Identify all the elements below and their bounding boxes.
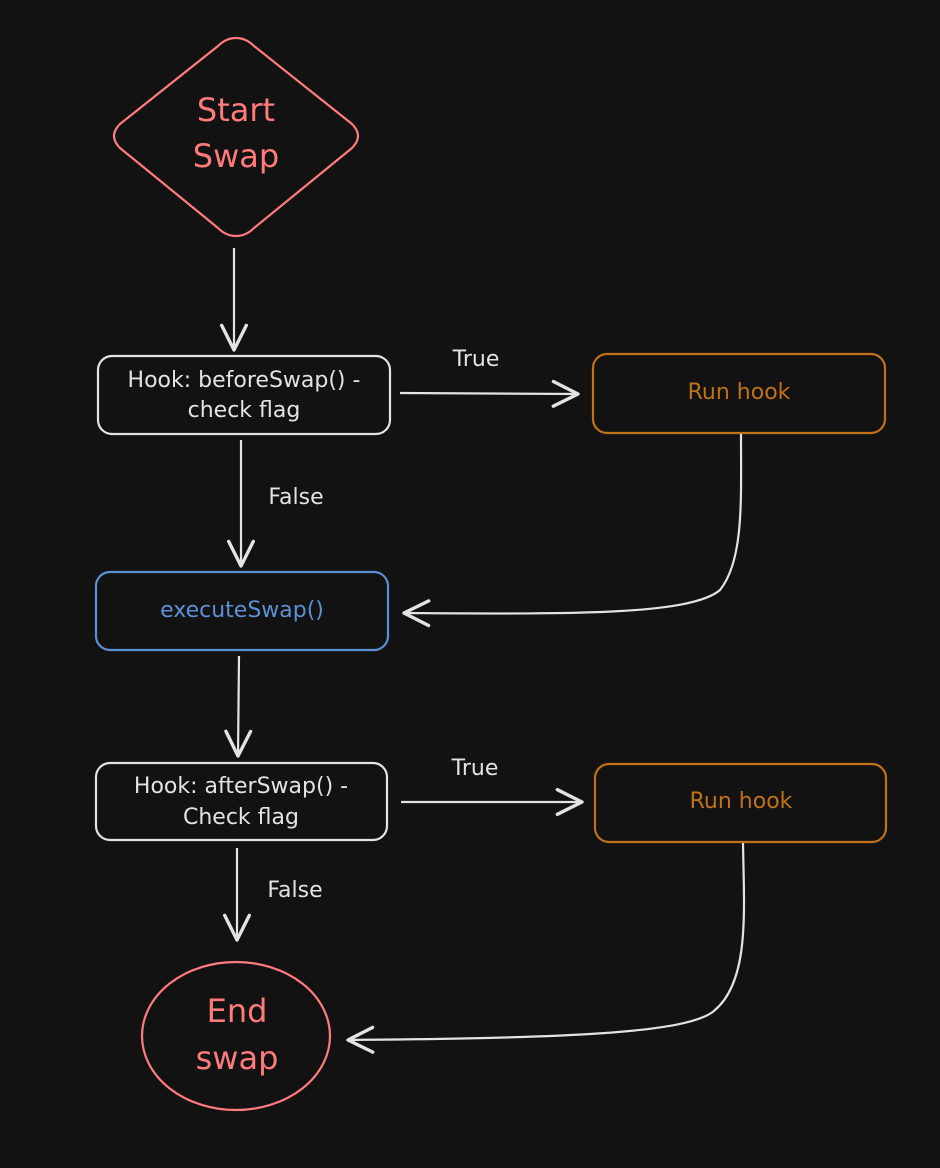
execute-swap-node: executeSwap() <box>94 570 390 652</box>
start-node: Start Swap <box>112 36 360 238</box>
before-hook-box <box>96 354 392 436</box>
start-diamond-shape <box>112 36 360 238</box>
edge-label-after-true: True <box>451 756 499 781</box>
edge-run-hook-2-to-end <box>346 842 746 1054</box>
edge-execute-to-after-hook <box>224 655 253 758</box>
end-node: End swap <box>140 960 332 1112</box>
edge-label-after-false: False <box>267 878 322 903</box>
after-hook-label-line-1: Hook: afterSwap() - <box>134 774 348 799</box>
start-label-line-1: Start <box>197 91 275 129</box>
edge-run-hook-1-to-execute <box>402 433 743 628</box>
edge-before-hook-true <box>399 379 580 408</box>
run-hook-2-box <box>593 762 888 844</box>
start-label-line-2: Swap <box>193 137 279 175</box>
run-hook-1-node: Run hook <box>591 352 887 435</box>
execute-swap-label: executeSwap() <box>160 598 324 623</box>
end-label-line-1: End <box>207 992 268 1030</box>
end-label-line-2: swap <box>196 1039 279 1077</box>
execute-swap-box <box>94 570 390 652</box>
run-hook-1-label: Run hook <box>688 380 791 405</box>
run-hook-2-label: Run hook <box>690 789 793 814</box>
before-hook-label-line-2: check flag <box>188 398 301 423</box>
end-ellipse-shape <box>140 960 332 1112</box>
after-hook-box <box>94 761 389 842</box>
edge-label-before-true: True <box>452 347 500 372</box>
edge-label-before-false: False <box>268 485 323 510</box>
before-hook-label-line-1: Hook: beforeSwap() - <box>128 368 361 393</box>
after-hook-label-line-2: Check flag <box>183 805 299 830</box>
before-hook-node: Hook: beforeSwap() - check flag <box>96 354 392 436</box>
after-hook-node: Hook: afterSwap() - Check flag <box>94 761 389 842</box>
run-hook-1-box <box>591 352 887 435</box>
run-hook-2-node: Run hook <box>593 762 888 844</box>
